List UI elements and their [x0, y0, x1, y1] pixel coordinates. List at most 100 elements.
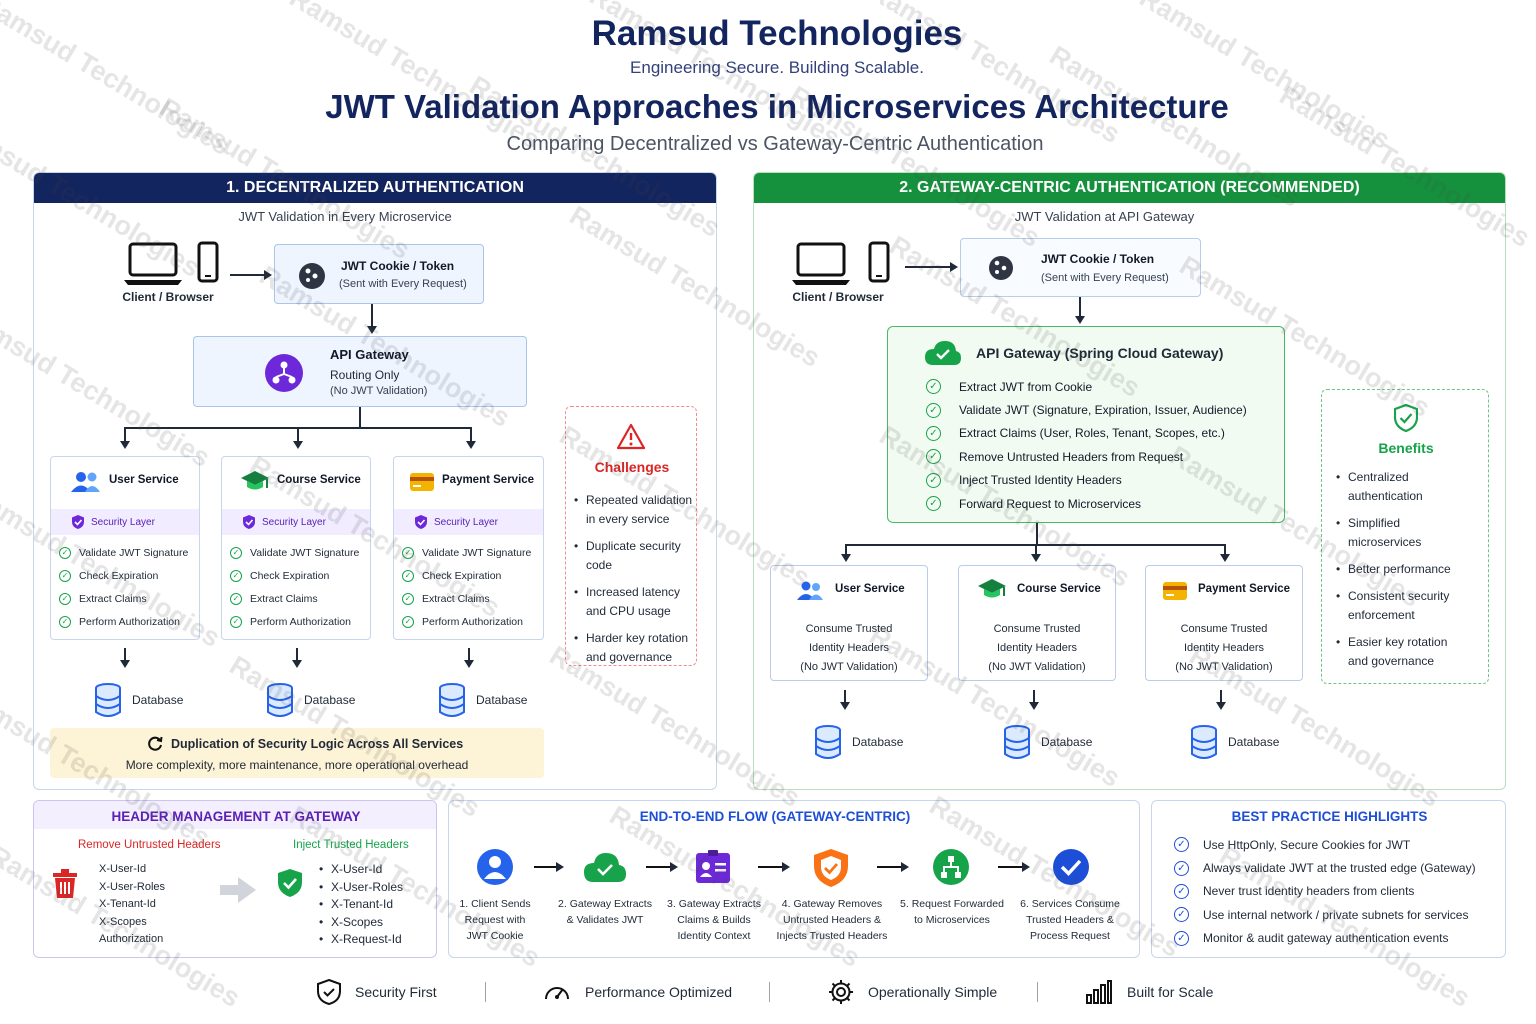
right-payment-service-name: Payment Service: [1198, 583, 1291, 595]
check-circle-icon: ✓: [59, 569, 71, 582]
right-course-service-name: Course Service: [1017, 583, 1101, 595]
laptop-icon: [124, 242, 182, 291]
left-course-service-card: Course Service Security Layer ✓Validate …: [221, 456, 371, 640]
spring-gateway-title: API Gateway (Spring Cloud Gateway): [976, 345, 1224, 361]
laptop-icon: [792, 242, 850, 291]
database-icon: [1004, 725, 1030, 759]
graduation-cap-icon: [977, 577, 1007, 606]
shield-badge-icon: [812, 848, 850, 893]
api-gateway-line1: Routing Only: [330, 368, 400, 382]
company-tagline: Engineering Secure. Building Scalable.: [630, 58, 924, 77]
check-circle-icon: ✓: [230, 615, 242, 628]
inject-headers-title: Inject Trusted Headers: [293, 839, 409, 851]
network-nodes-icon: [932, 848, 970, 891]
end-to-end-flow-panel: END-TO-END FLOW (GATEWAY-CENTRIC): [448, 800, 1140, 958]
right-user-database: Database: [814, 725, 903, 759]
removed-header-item: X-User-Id: [99, 863, 147, 875]
right-user-service-name: User Service: [835, 583, 905, 595]
best-practices-panel: BEST PRACTICE HIGHLIGHTS ✓Use HttpOnly, …: [1151, 800, 1506, 958]
check-circle-icon: ✓: [402, 592, 414, 605]
spring-cloud-gateway-box: API Gateway (Spring Cloud Gateway) ✓Extr…: [887, 326, 1285, 523]
check-circle-icon: ✓: [402, 546, 414, 559]
speedometer-icon: [545, 987, 569, 1000]
benefits-title: Benefits: [1378, 440, 1434, 456]
left-payment-service-name: Payment Service: [442, 474, 535, 486]
removed-header-item: X-Tenant-Id: [99, 898, 156, 910]
trash-icon: [52, 869, 78, 904]
header-management-title: HEADER MANAGEMENT AT GATEWAY: [111, 809, 361, 824]
check-circle-icon: ✓: [1174, 860, 1189, 876]
check-circle-icon: ✓: [59, 615, 71, 628]
check-circle-icon: ✓: [926, 472, 941, 488]
footer-performance-optimized: Performance Optimized: [543, 979, 732, 1005]
database-icon: [95, 683, 121, 717]
right-payment-database: Database: [1190, 725, 1279, 759]
credit-card-icon: [409, 472, 435, 497]
check-circle-icon: ✓: [1174, 907, 1189, 923]
duplication-title: Duplication of Security Logic Across All…: [171, 736, 464, 751]
refresh-icon: [148, 736, 163, 751]
left-course-database: Database: [266, 683, 355, 717]
shield-check-icon: [415, 515, 427, 529]
best-practices-title: BEST PRACTICE HIGHLIGHTS: [1231, 809, 1428, 824]
cookie-icon: [987, 254, 1015, 287]
shield-check-icon: [277, 868, 303, 903]
client-browser-label: Client / Browser: [122, 290, 214, 304]
shield-check-icon: [72, 515, 84, 529]
phone-icon: [868, 241, 890, 290]
check-circle-icon: ✓: [402, 569, 414, 582]
user-circle-icon: [476, 848, 514, 891]
check-circle-icon: ✓: [926, 449, 941, 465]
users-icon: [797, 581, 823, 606]
users-icon: [71, 471, 101, 498]
check-circle-icon: ✓: [926, 425, 941, 441]
bar-chart-icon: [1086, 980, 1112, 1004]
graduation-cap-icon: [240, 469, 270, 498]
id-card-icon: [695, 850, 731, 889]
check-circle-icon: ✓: [59, 546, 71, 559]
jwt-token-title: JWT Cookie / Token: [341, 259, 455, 273]
right-course-database: Database: [1003, 725, 1092, 759]
decentralized-caption: JWT Validation in Every Microservice: [238, 209, 452, 224]
left-payment-database: Database: [438, 683, 527, 717]
check-circle-icon: ✓: [1174, 930, 1189, 946]
injected-header-item: X-User-Roles: [319, 879, 403, 897]
left-course-security-layer: Security Layer: [262, 516, 326, 528]
database-icon: [267, 683, 293, 717]
left-user-service-name: User Service: [109, 474, 179, 486]
gateway-centric-caption: JWT Validation at API Gateway: [1014, 209, 1195, 224]
injected-header-item: X-Request-Id: [319, 931, 403, 949]
database-icon: [815, 725, 841, 759]
check-circle-icon: ✓: [59, 592, 71, 605]
jwt-token-box: JWT Cookie / Token (Sent with Every Requ…: [960, 238, 1201, 297]
api-gateway-line2: (No JWT Validation): [330, 385, 428, 397]
left-user-service-card: User Service Security Layer ✓Validate JW…: [50, 456, 200, 640]
footer-built-for-scale: Built for Scale: [1085, 979, 1213, 1005]
cookie-icon: [297, 261, 327, 296]
check-circle-icon: ✓: [1174, 837, 1189, 853]
removed-header-item: X-User-Roles: [99, 880, 166, 893]
duplication-subtitle: More complexity, more maintenance, more …: [125, 758, 469, 772]
footer-security-first: Security First: [317, 979, 437, 1005]
left-payment-security-layer: Security Layer: [434, 516, 498, 528]
left-user-security-layer: Security Layer: [91, 516, 155, 528]
warning-icon: [616, 423, 646, 455]
injected-header-item: X-User-Id: [319, 861, 403, 879]
remove-headers-title: Remove Untrusted Headers: [78, 839, 221, 851]
credit-card-icon: [1162, 581, 1188, 606]
left-course-service-name: Course Service: [277, 474, 361, 486]
left-payment-service-card: Payment Service Security Layer ✓Validate…: [393, 456, 544, 640]
